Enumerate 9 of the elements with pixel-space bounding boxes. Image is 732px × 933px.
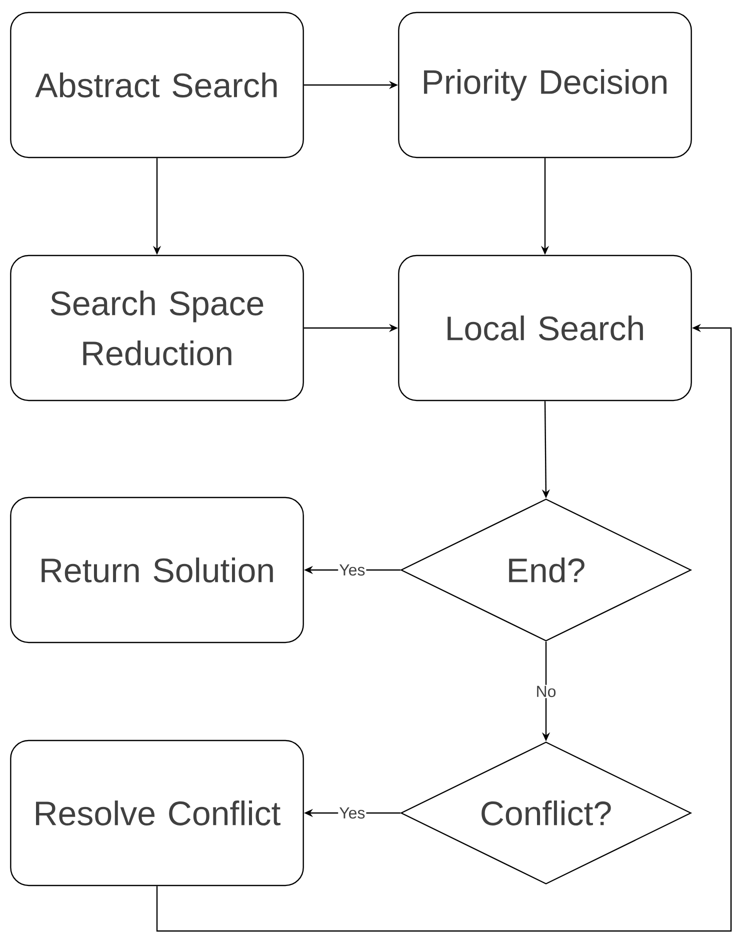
edge-label: Yes — [338, 563, 366, 577]
edge-label: No — [534, 684, 558, 698]
process-box: Search Space Reduction — [10, 254, 304, 402]
process-box: Abstract Search — [10, 12, 304, 158]
process-box: Local Search — [398, 254, 692, 402]
edge-label: Yes — [338, 806, 366, 820]
process-box: Return Solution — [10, 496, 304, 644]
process-box: Priority Decision — [398, 12, 692, 158]
process-box: Resolve Conflict — [10, 740, 304, 886]
